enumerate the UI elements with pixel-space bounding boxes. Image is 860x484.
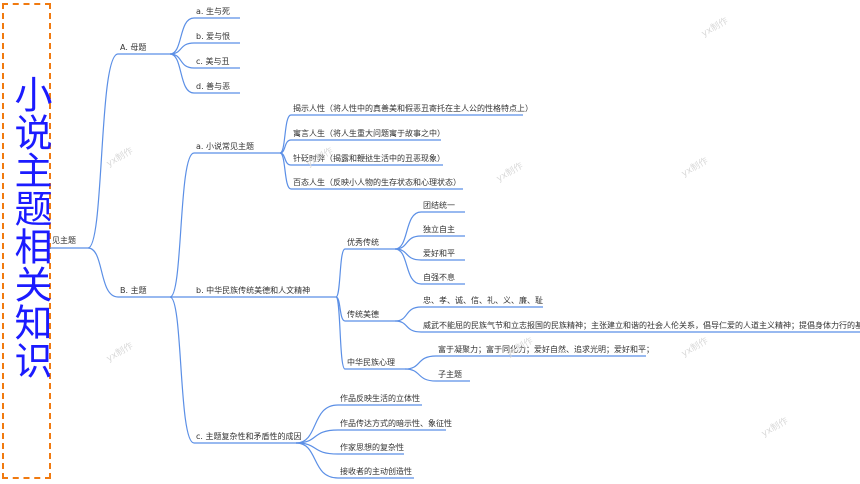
node-bb-excellent-tradition[interactable]: 优秀传统: [347, 238, 379, 247]
node-a-beauty-ugly[interactable]: c. 美与丑: [196, 57, 230, 66]
node-ba-fable-life[interactable]: 寓言人生（将人生重大问题寓于故事之中）: [293, 129, 445, 138]
side-title-panel: 小说主题相关知识: [2, 3, 52, 479]
connector-b-child: [169, 152, 195, 298]
node-bc-dimensional[interactable]: 作品反映生活的立体性: [340, 394, 420, 403]
node-bb-loyalty-list[interactable]: 忠、孝、诚、信、礼、义、廉、耻: [423, 296, 543, 305]
connector-bc-child: [295, 442, 339, 479]
node-bb-self-improvement[interactable]: 自强不息: [423, 273, 455, 282]
connector-psych-child: [404, 368, 437, 382]
node-bc-author-thought[interactable]: 作家思想的复杂性: [340, 443, 404, 452]
node-b-theme[interactable]: B. 主题: [120, 286, 147, 295]
node-a-good-evil[interactable]: d. 善与恶: [196, 82, 231, 91]
node-bb-independence[interactable]: 独立自主: [423, 225, 455, 234]
connector-b-child: [169, 296, 195, 444]
node-ba-various-life[interactable]: 百态人生（反映小人物的生存状态和心理状态）: [293, 178, 461, 187]
connector-a-child: [169, 17, 195, 55]
side-title: 小说主题相关知识: [8, 75, 52, 379]
node-bb-national-spirit[interactable]: 威武不能屈的民族气节和立志报国的民族精神；主张建立和谐的社会人伦关系，倡导仁爱的…: [423, 321, 860, 330]
node-bb-national-psychology[interactable]: 中华民族心理: [347, 358, 395, 367]
node-bc-receiver[interactable]: 接收者的主动创造性: [340, 467, 412, 476]
root-node[interactable]: 见主题: [52, 236, 76, 245]
node-bb-unity[interactable]: 团结统一: [423, 201, 455, 210]
connector-psych-child: [404, 355, 437, 370]
connector-tradition-child: [394, 235, 422, 250]
connector-root-a: [87, 53, 119, 249]
node-bb-virtues[interactable]: b. 中华民族传统美德和人文精神: [196, 286, 311, 295]
connector-tradition-child: [394, 211, 422, 250]
connector-a-child: [169, 53, 195, 69]
node-a-motif[interactable]: A. 母题: [120, 43, 147, 52]
node-bb-peace[interactable]: 爱好和平: [423, 249, 455, 258]
connector-tradition-child: [394, 248, 422, 285]
node-bc-complexity[interactable]: c. 主题复杂性和矛盾性的成因: [196, 432, 302, 441]
connector-bc-child: [295, 404, 339, 444]
connector-virtue-child: [394, 306, 422, 322]
node-ba-criticize[interactable]: 针砭时弊（揭露和鞭挞生活中的丑恶现象）: [293, 154, 445, 163]
connector-ba-child: [279, 139, 292, 154]
connector-virtue-child: [394, 320, 422, 333]
connector-bb-child: [335, 248, 346, 298]
connector-ba-child: [279, 152, 292, 190]
connector-bc-child: [295, 429, 339, 444]
connector-ba-child: [279, 114, 292, 154]
connector-root-b: [87, 247, 119, 298]
node-ba-common-themes[interactable]: a. 小说常见主题: [196, 142, 254, 151]
node-bb-cohesion[interactable]: 富于凝聚力；富于同化力；爱好自然、追求光明；爱好和平；: [438, 345, 654, 354]
node-ba-human-nature[interactable]: 揭示人性（将人性中的真善美和假恶丑寄托在主人公的性格特点上）: [293, 104, 533, 113]
node-a-life-death[interactable]: a. 生与死: [196, 7, 230, 16]
node-bb-traditional-virtues[interactable]: 传统美德: [347, 310, 379, 319]
node-bc-symbolism[interactable]: 作品传达方式的暗示性、象征性: [340, 419, 452, 428]
node-bb-subtopic[interactable]: 子主题: [438, 370, 462, 379]
connector-a-child: [169, 53, 195, 94]
connector-bb-child: [335, 296, 346, 370]
node-a-love-hate[interactable]: b. 爱与恨: [196, 32, 231, 41]
